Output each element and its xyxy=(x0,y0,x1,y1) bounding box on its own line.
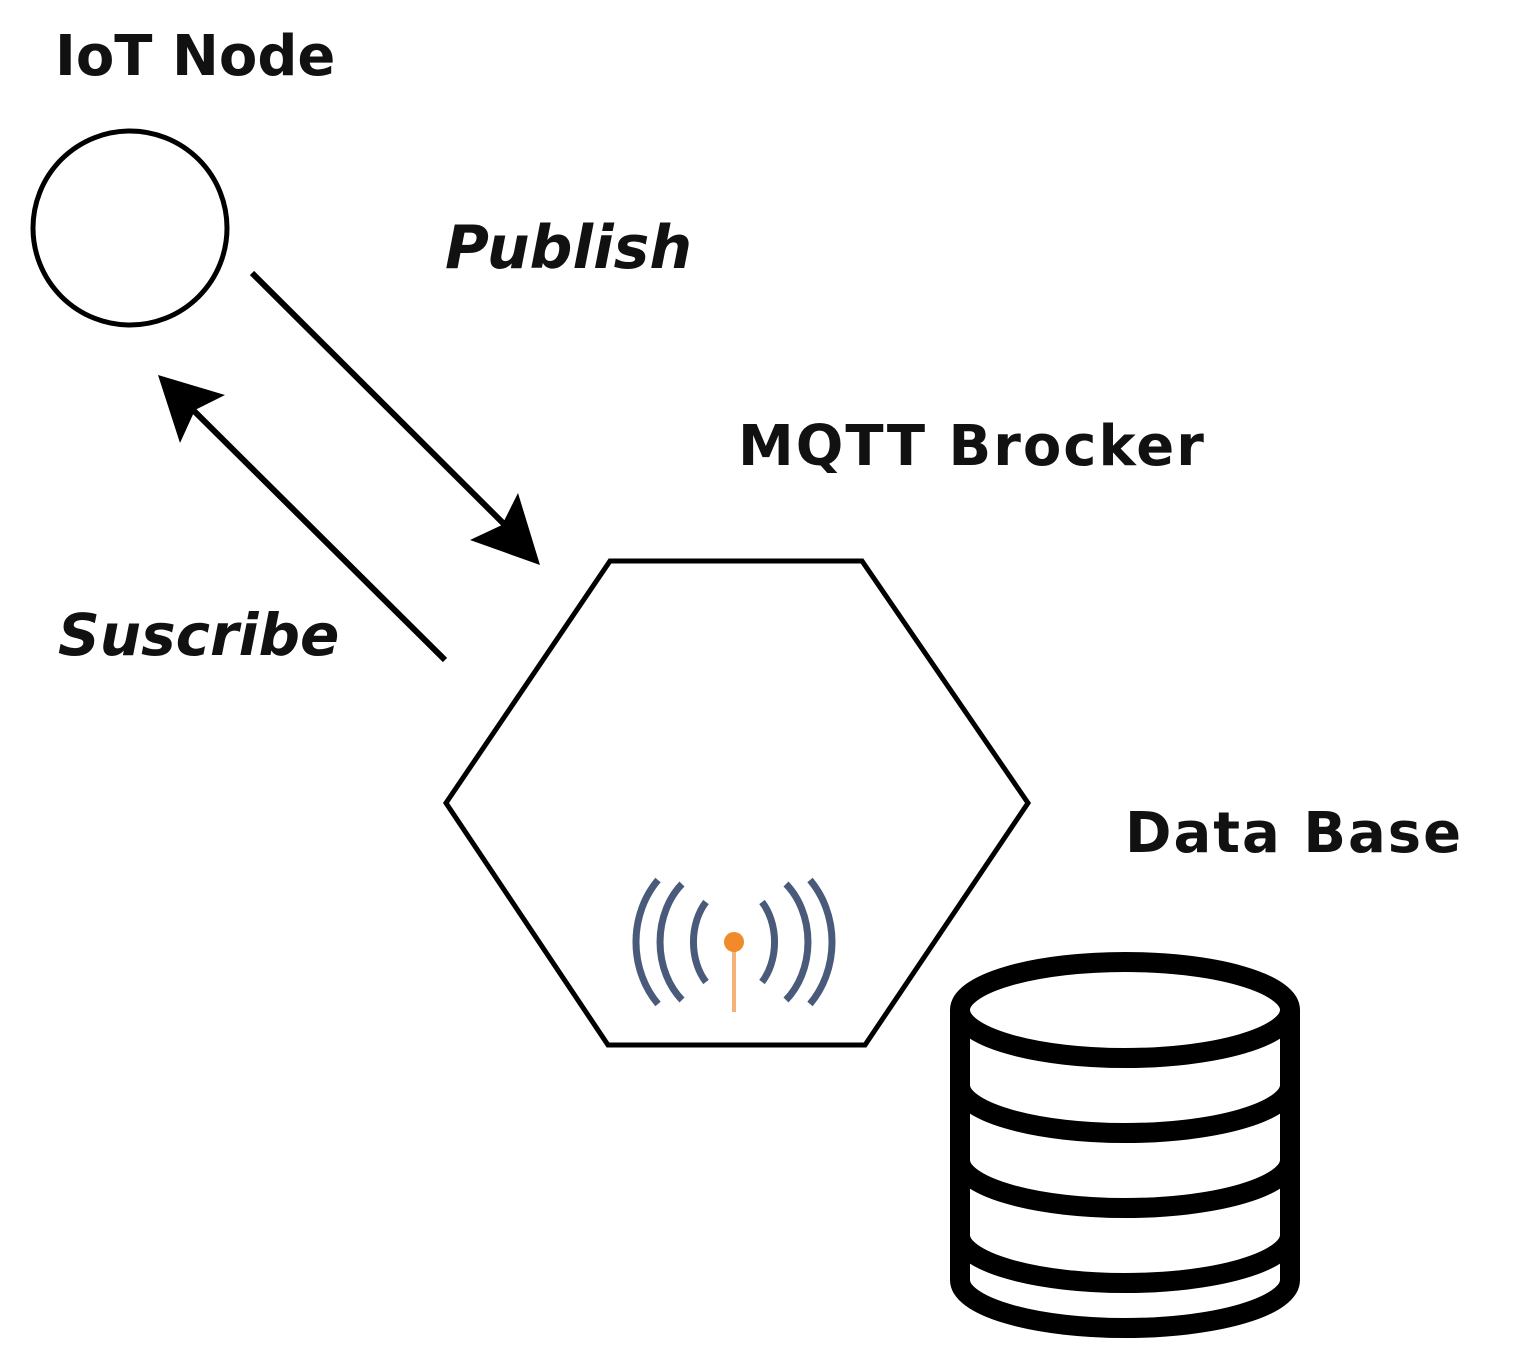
subscribe-arrow xyxy=(158,375,448,663)
publish-label: Publish xyxy=(445,213,692,283)
database-label: Data Base xyxy=(1125,801,1463,866)
database-cylinder-icon xyxy=(950,952,1300,1338)
iot-node-label: IoT Node xyxy=(55,24,335,89)
broker-hexagon xyxy=(442,558,1032,1048)
subscribe-label: Suscribe xyxy=(58,601,339,669)
publish-arrow xyxy=(249,270,540,565)
iot-node-circle xyxy=(30,128,230,328)
broker-label: MQTT Brocker xyxy=(738,414,1206,479)
wireless-signal-icon xyxy=(632,877,836,1012)
